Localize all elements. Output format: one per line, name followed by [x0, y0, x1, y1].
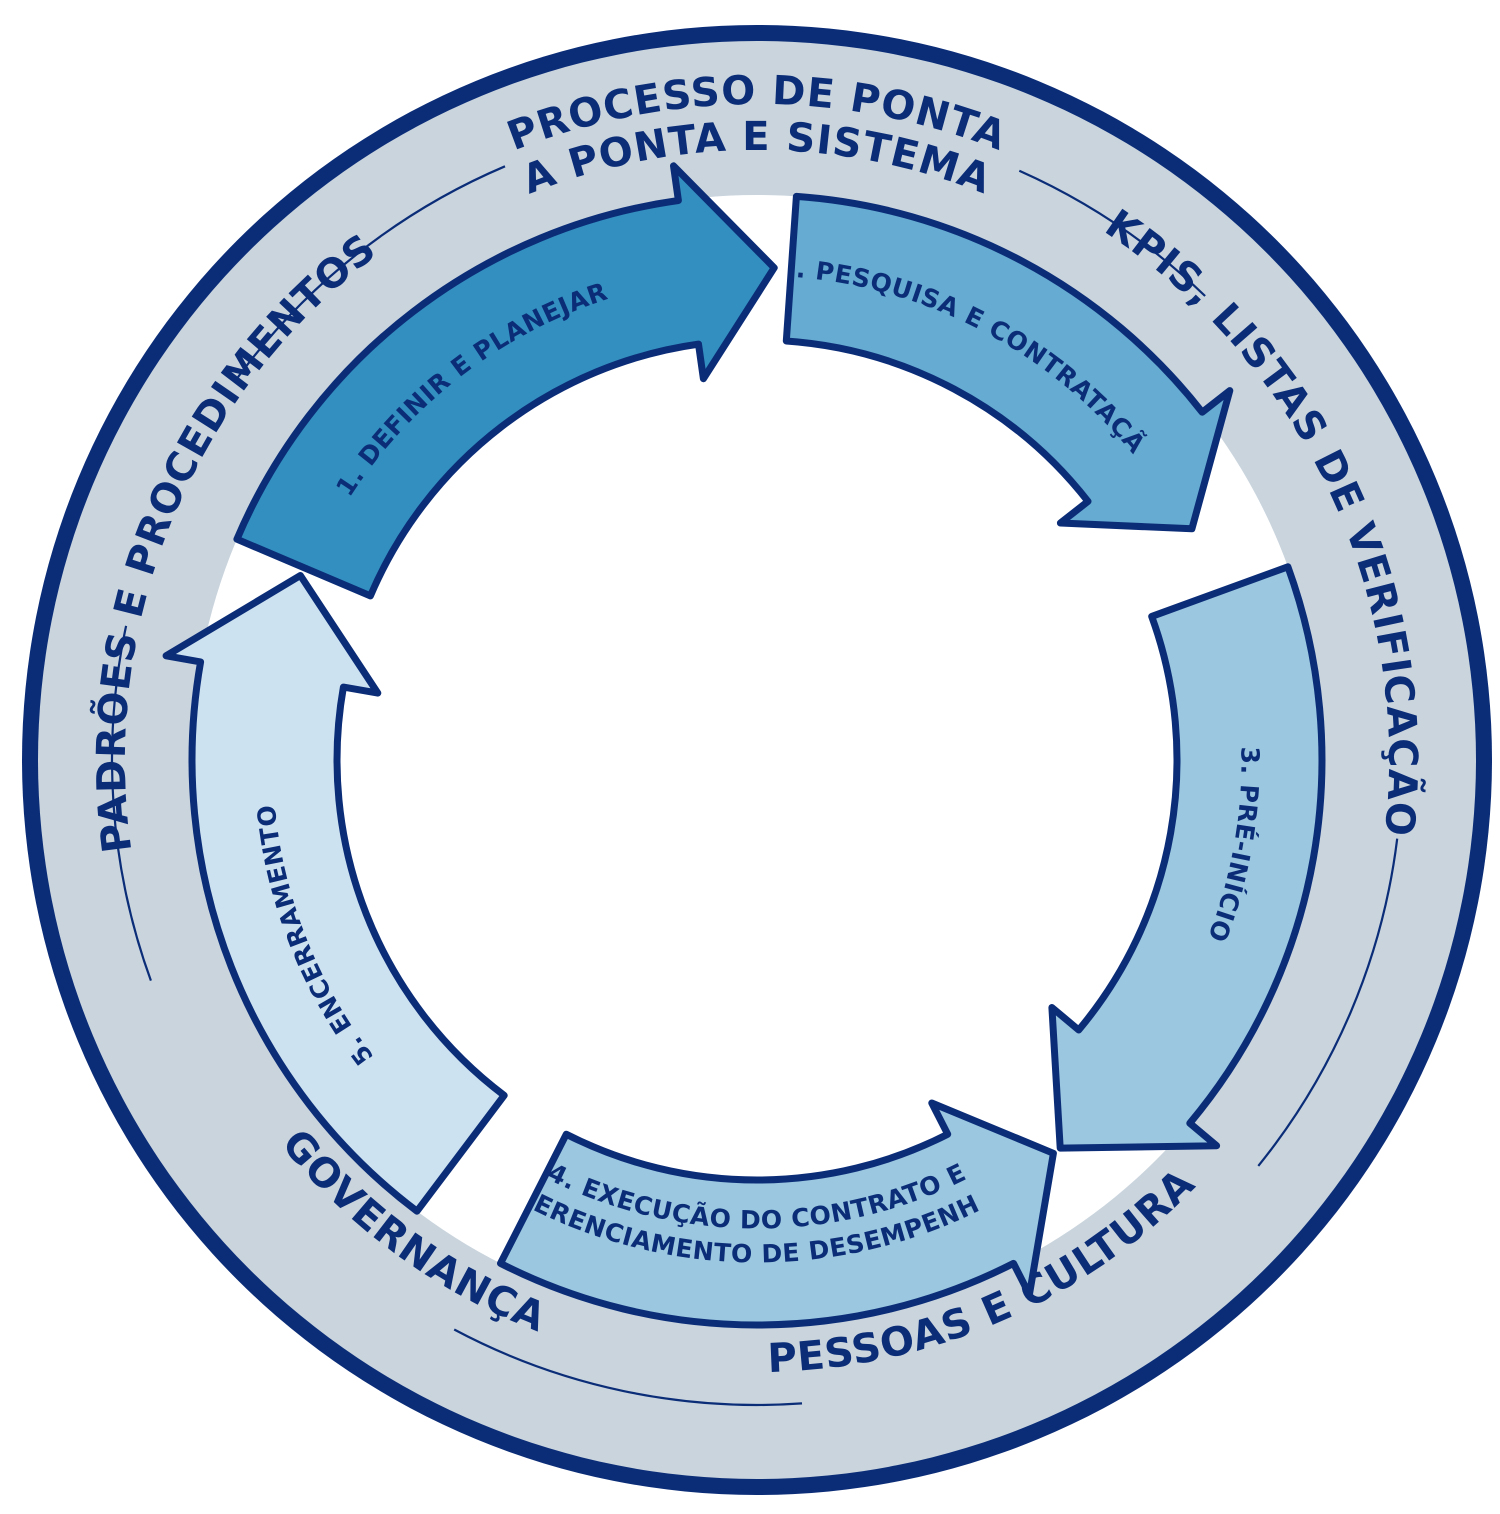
step-arrow-5: 5. ENCERRAMENTO — [162, 572, 508, 1215]
separator-line — [234, 165, 506, 382]
separator-line — [453, 1328, 803, 1407]
arrow-shape — [162, 572, 508, 1215]
separator-line — [1018, 169, 1206, 297]
separator-line — [110, 625, 152, 981]
arrow-shape — [233, 162, 778, 600]
arrow-shape — [1048, 563, 1326, 1152]
arrow-shape — [782, 192, 1234, 533]
step-arrow-3: 3. PRÉ-INÍCIO — [1048, 563, 1326, 1152]
separator-line — [1257, 838, 1399, 1167]
ring-inner — [192, 195, 1322, 1325]
ring-separators — [110, 165, 1399, 1407]
arrow-shape — [497, 1099, 1057, 1329]
